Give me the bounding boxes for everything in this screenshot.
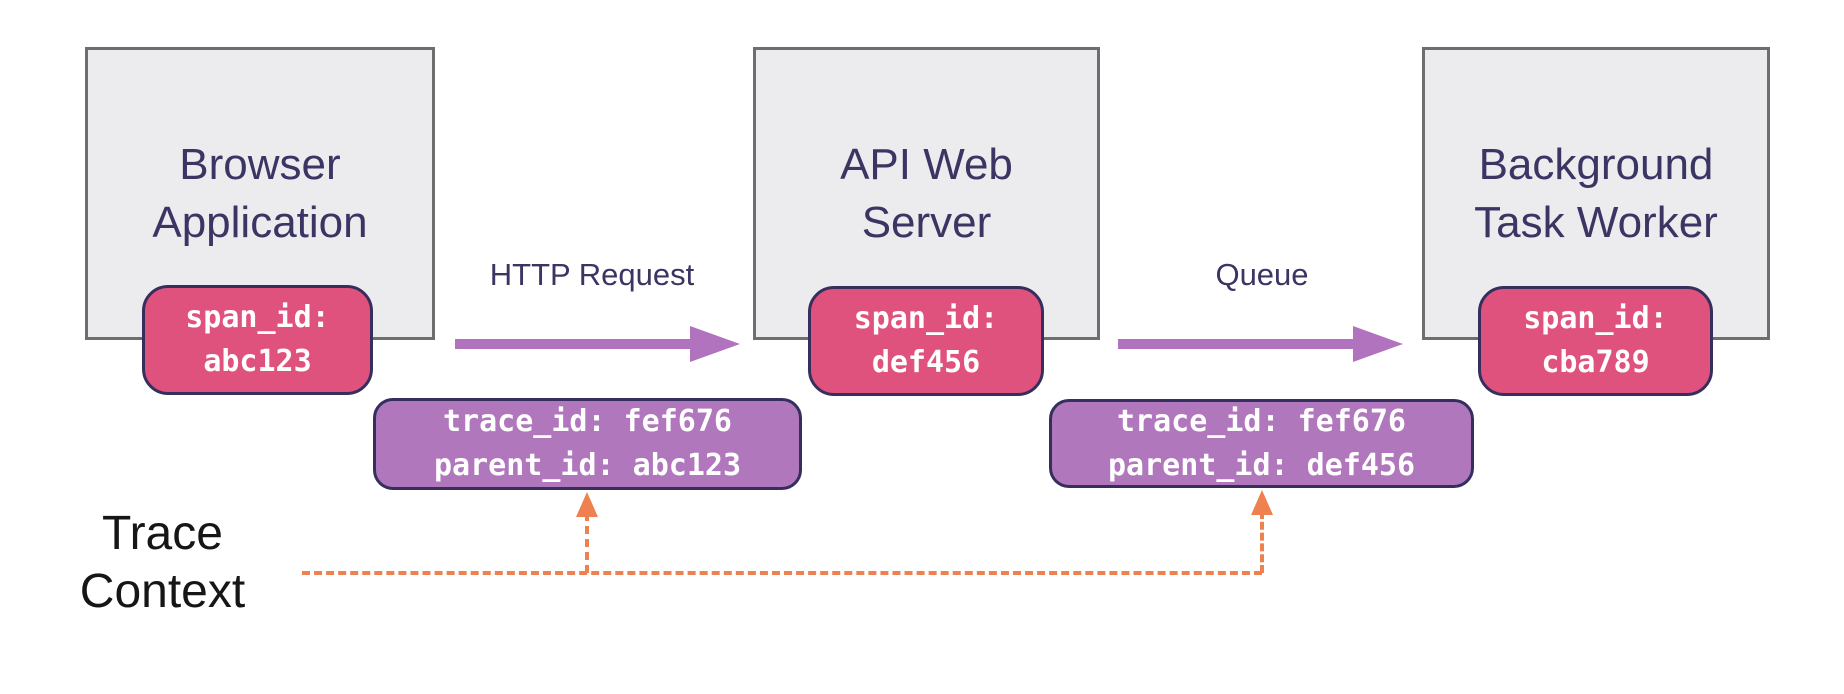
node-title-api-web-server: API Web Server [840,139,1013,247]
context-badge-http-request: trace_id: fef676 parent_id: abc123 [373,398,802,490]
queue-arrow-shaft [1118,339,1353,349]
flow-label-queue: Queue [1215,257,1309,292]
span-badge-api-web-server: span_id: def456 [808,286,1044,396]
http-request-arrowhead-icon [690,326,740,362]
trace-context-arrowhead-right-icon [1251,490,1273,515]
trace-context-line-riser-right [1260,511,1264,573]
flow-label-http-request: HTTP Request [489,257,695,292]
trace-context-line-horizontal [302,571,1262,575]
trace-context-line-riser-left [585,513,589,573]
queue-arrowhead-icon [1353,326,1403,362]
node-background-task-worker: Background Task Worker [1422,47,1770,340]
trace-context-label: Trace Context [79,507,246,618]
span-badge-browser-application: span_id: abc123 [142,285,373,395]
node-title-background-task-worker: Background Task Worker [1474,139,1718,247]
node-title-browser-application: Browser Application [152,139,368,247]
span-badge-background-task-worker: span_id: cba789 [1478,286,1713,396]
http-request-arrow-shaft [455,339,690,349]
context-badge-queue: trace_id: fef676 parent_id: def456 [1049,399,1474,488]
trace-context-arrowhead-left-icon [576,492,598,517]
